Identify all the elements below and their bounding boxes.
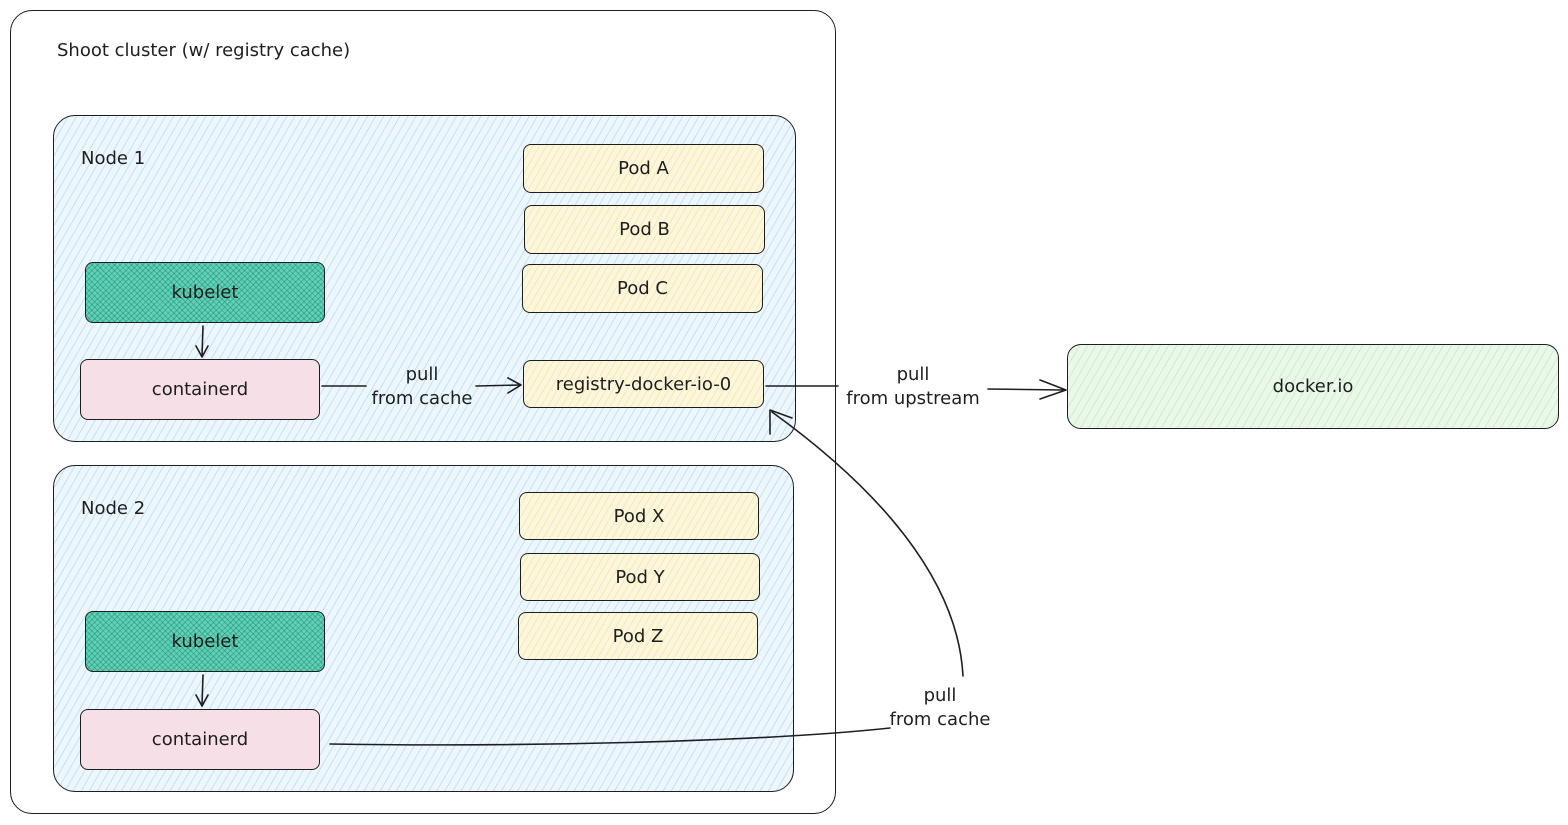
node-1-pull-label-line1: pull: [405, 364, 439, 385]
node-1-title: Node 1: [81, 148, 146, 169]
node-1-pull-label: pull from cache: [368, 363, 476, 411]
node-2-pull-label: pull from cache: [884, 684, 996, 732]
node-1-kubelet[interactable]: kubelet: [85, 262, 325, 323]
pod-a[interactable]: Pod A: [523, 144, 764, 193]
upstream-pull-label-line1: pull: [896, 364, 930, 385]
pod-x[interactable]: Pod X: [519, 492, 759, 540]
upstream-pull-label-line2: from upstream: [846, 388, 980, 409]
cluster-title: Shoot cluster (w/ registry cache): [57, 40, 351, 61]
node-2-kubelet[interactable]: kubelet: [85, 611, 325, 672]
node-2-containerd[interactable]: containerd: [80, 709, 320, 770]
upstream-pull-label: pull from upstream: [840, 363, 986, 411]
pod-z[interactable]: Pod Z: [518, 612, 758, 660]
pod-y[interactable]: Pod Y: [520, 553, 760, 601]
node-1-pull-label-line2: from cache: [371, 388, 473, 409]
docker-io-registry[interactable]: docker.io: [1067, 344, 1559, 429]
node-1-containerd[interactable]: containerd: [80, 359, 320, 420]
node-2-pull-label-line2: from cache: [889, 709, 991, 730]
registry-cache-pod[interactable]: registry-docker-io-0: [523, 360, 764, 408]
pod-c[interactable]: Pod C: [522, 264, 763, 313]
node-2-title: Node 2: [81, 498, 146, 519]
node-2-pull-label-line1: pull: [923, 685, 957, 706]
pod-b[interactable]: Pod B: [524, 205, 765, 254]
